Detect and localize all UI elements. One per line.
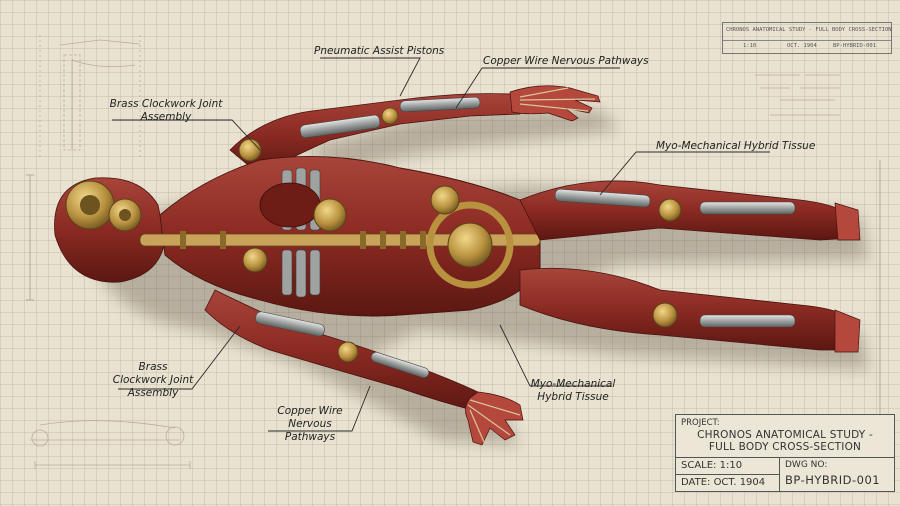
sketch-notes [755, 74, 840, 116]
sketch-spine-study [39, 35, 141, 160]
callout-myo-mechanical-top: Myo-Mechanical Hybrid Tissue [656, 140, 816, 152]
dimension-lines [26, 160, 881, 420]
callout-copper-wire-top: Copper Wire Nervous Pathways [483, 55, 649, 67]
title-block-divider-vertical [779, 457, 780, 491]
upper-arm-limb [229, 85, 601, 176]
sketch-arm-study [30, 420, 191, 469]
project-title: CHRONOS ANATOMICAL STUDY - FULL BODY CRO… [676, 429, 894, 453]
project-label: PROJECT: [681, 418, 720, 428]
upper-leg-limb [519, 180, 861, 241]
lower-leg-limb [519, 267, 861, 353]
callout-myo-mechanical-bottom: Myo-Mechanical Hybrid Tissue [530, 378, 616, 403]
lower-arm-limb [204, 289, 524, 446]
callout-leader-lines [112, 57, 770, 432]
mini-project-text: CHRONOS ANATOMICAL STUDY - FULL BODY CRO… [726, 27, 892, 33]
title-block-divider-small [676, 474, 779, 475]
project-title-line-1: CHRONOS ANATOMICAL STUDY - [697, 429, 873, 441]
drawing-number-label: DWG NO: [785, 460, 828, 470]
mini-divider [723, 40, 891, 41]
torso-and-head [54, 138, 541, 317]
callout-copper-wire-bottom: Copper Wire Nervous Pathways [277, 405, 343, 443]
scale-field: SCALE: 1:10 [681, 460, 743, 471]
mini-scale: 1:10 [743, 43, 757, 49]
callout-brass-joint-top: Brass Clockwork Joint Assembly [109, 98, 223, 123]
callout-brass-joint-bottom: Brass Clockwork Joint Assembly [112, 361, 194, 399]
title-block: PROJECT: CHRONOS ANATOMICAL STUDY - FULL… [675, 414, 895, 492]
title-block-divider [676, 457, 894, 458]
callout-pneumatic-assist-pistons: Pneumatic Assist Pistons [314, 45, 445, 57]
project-title-line-2: FULL BODY CROSS-SECTION [708, 441, 862, 453]
mini-title-block: CHRONOS ANATOMICAL STUDY - FULL BODY CRO… [722, 22, 892, 54]
mini-date: OCT. 1904 [787, 43, 817, 49]
mini-dwg-number: BP-HYBRID-001 [833, 43, 877, 49]
date-field: DATE: OCT. 1904 [681, 477, 766, 488]
drawing-number: BP-HYBRID-001 [785, 473, 881, 487]
